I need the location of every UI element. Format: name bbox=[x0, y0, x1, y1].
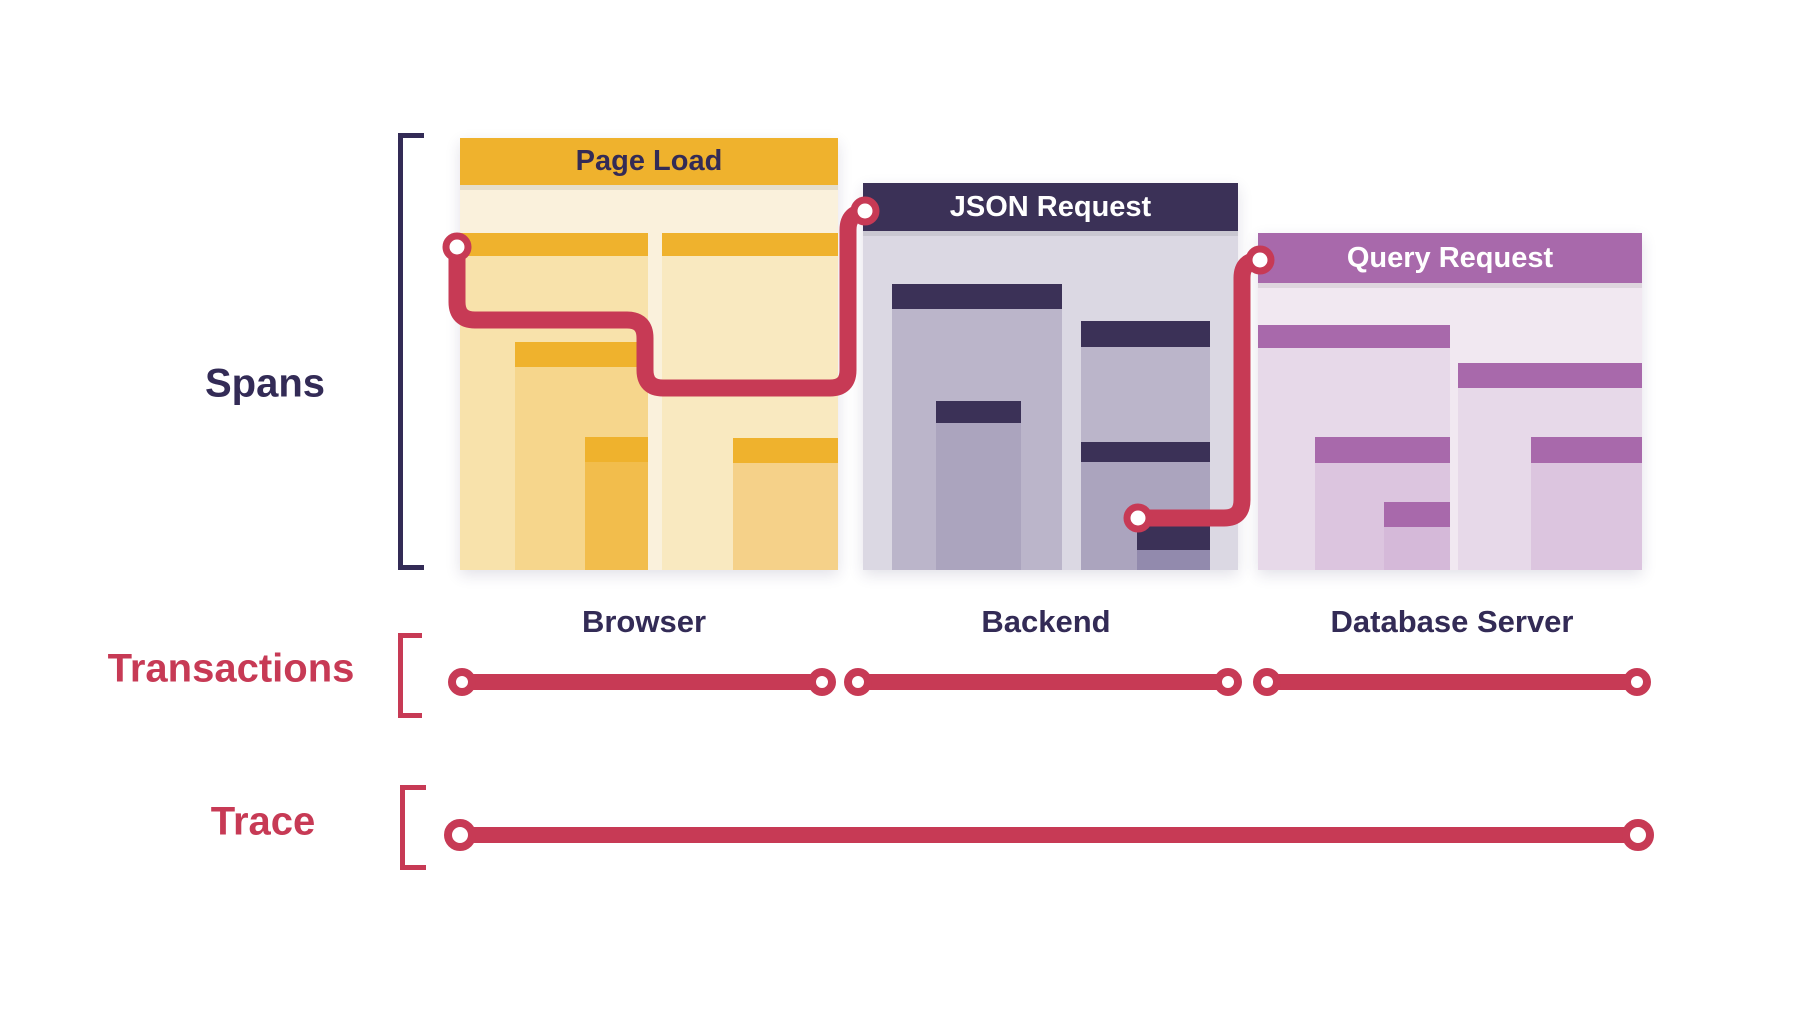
trace-node-start bbox=[444, 819, 476, 851]
span-bar-header bbox=[1081, 442, 1210, 462]
span-bar bbox=[585, 437, 648, 570]
span-bar-body bbox=[585, 462, 648, 570]
span-bar-header bbox=[892, 284, 1062, 309]
span-bar-header bbox=[733, 438, 838, 463]
flow-node-json-start bbox=[850, 196, 880, 226]
flow-node-pageload-start bbox=[442, 232, 472, 262]
span-bar-body bbox=[1384, 527, 1450, 570]
span-bar-body bbox=[733, 463, 838, 570]
span-bar-header bbox=[1384, 502, 1450, 527]
trace-node-end bbox=[1622, 819, 1654, 851]
transactions-bracket bbox=[398, 633, 422, 718]
json-panel-header: JSON Request bbox=[863, 183, 1238, 231]
span-bar-header bbox=[585, 437, 648, 462]
browser-machine-label: Browser bbox=[581, 604, 707, 639]
span-bar-header bbox=[1081, 321, 1210, 347]
span-bar bbox=[1384, 502, 1450, 570]
backend-machine-label: Backend bbox=[981, 604, 1111, 639]
pageload-panel-header: Page Load bbox=[460, 138, 838, 185]
query-panel-header: Query Request bbox=[1258, 233, 1642, 283]
query-panel-title: Query Request bbox=[1346, 241, 1554, 274]
span-bar-header bbox=[1531, 437, 1642, 463]
flow-path-browser-to-backend bbox=[448, 203, 867, 397]
database-machine-label: Database Server bbox=[1330, 604, 1574, 639]
span-bar-header bbox=[1315, 437, 1450, 463]
flow-node-backend-span bbox=[1123, 503, 1153, 533]
transaction-node bbox=[808, 668, 836, 696]
span-bar-header bbox=[515, 342, 648, 367]
flow-node-query-start bbox=[1245, 245, 1275, 275]
trace-bracket bbox=[400, 785, 426, 870]
pageload-panel-title: Page Load bbox=[575, 145, 723, 177]
transaction-node bbox=[844, 668, 872, 696]
transaction-node bbox=[1253, 668, 1281, 696]
spans-bracket bbox=[398, 133, 424, 570]
span-bar-body bbox=[936, 423, 1021, 570]
span-bar-header bbox=[936, 401, 1021, 423]
span-bar-header bbox=[460, 233, 648, 256]
query-panel: Query Request bbox=[1258, 233, 1642, 570]
transaction-node bbox=[1214, 668, 1242, 696]
span-bar-body bbox=[1137, 550, 1210, 570]
span-bar-body bbox=[1531, 463, 1642, 570]
trace-row-label: Trace bbox=[210, 799, 316, 844]
span-bar-header bbox=[1258, 325, 1450, 348]
span-bar-header bbox=[662, 233, 838, 256]
transaction-node bbox=[448, 668, 476, 696]
span-bar-header bbox=[1458, 363, 1642, 388]
transactions-row-label: Transactions bbox=[107, 646, 355, 691]
span-bar bbox=[1531, 437, 1642, 570]
span-bar bbox=[733, 438, 838, 570]
span-bar bbox=[936, 401, 1021, 570]
json-panel-title: JSON Request bbox=[949, 190, 1152, 223]
json-panel: JSON Request bbox=[863, 183, 1238, 570]
spans-row-label: Spans bbox=[204, 361, 326, 406]
flow-path-backend-to-database bbox=[1138, 251, 1261, 527]
transaction-node bbox=[1623, 668, 1651, 696]
